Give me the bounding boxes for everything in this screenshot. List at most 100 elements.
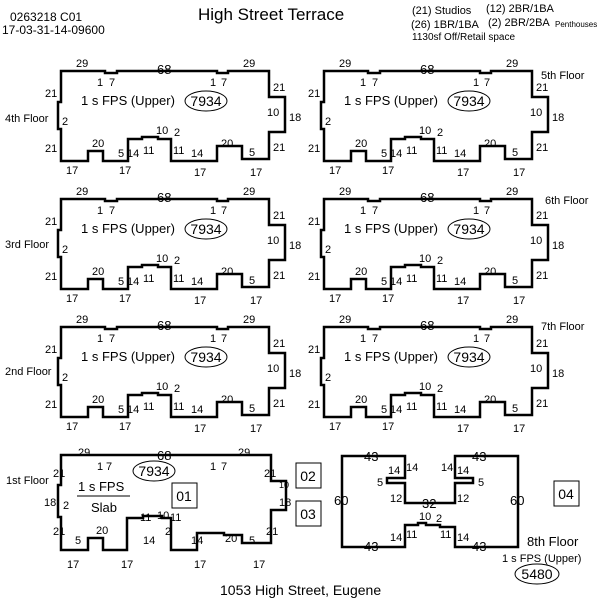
- dim-left-lower: 21: [45, 143, 57, 155]
- dim-court-inner: 11: [173, 145, 184, 157]
- dim-bottom-outer: 17: [121, 559, 133, 571]
- dim-bottom-outer: 17: [250, 423, 262, 435]
- dim-notch-b: 7: [372, 205, 378, 217]
- dim-left-upper: 21: [53, 468, 65, 480]
- dim-court-jog: 2: [165, 526, 171, 538]
- floor-name: 7th Floor: [541, 321, 585, 333]
- dim-outer-side: 60: [510, 493, 524, 508]
- unit-box: [295, 500, 322, 527]
- dim-right-bump-depth: 10: [267, 363, 279, 375]
- dim-center-top: 32: [422, 496, 436, 511]
- dim-notch-b: 7: [109, 77, 115, 89]
- dim-right-bump-depth: 10: [267, 107, 279, 119]
- floor-description: 1 s FPS (Upper): [344, 93, 438, 108]
- dim-bottom-outer: 17: [66, 165, 78, 177]
- dim-bottom-step: 20: [221, 394, 233, 406]
- floor-name: 3rd Floor: [5, 239, 49, 251]
- unit-number: 04: [558, 486, 574, 502]
- dim-right-lower: 21: [536, 270, 548, 282]
- dim-court-inner: 11: [143, 145, 154, 157]
- dim-right-lower: 21: [273, 270, 285, 282]
- dim-bottom-jog: 5: [118, 148, 124, 160]
- dim-left-lower: 21: [45, 271, 57, 283]
- dim-outer-bottom: 43: [364, 539, 378, 554]
- dim-bottom-step: 20: [484, 138, 496, 150]
- dim-left-lower: 21: [45, 399, 57, 411]
- dim-right-bump: 18: [279, 497, 291, 509]
- dim-outer-bottom: 43: [472, 539, 486, 554]
- dim-notch-b: 7: [109, 205, 115, 217]
- dim-bottom-jog: 5: [249, 275, 255, 287]
- dim-court-side: 14: [390, 148, 402, 160]
- dim-right-bump-depth: 10: [530, 363, 542, 375]
- dim-court-inner: 11: [173, 273, 184, 285]
- area-ellipse: [184, 90, 228, 112]
- dim-court-jog: 2: [174, 127, 180, 139]
- dim-court-top: 10: [419, 381, 431, 393]
- dim-right-lower: 21: [273, 142, 285, 154]
- dim-notch-b: 7: [221, 77, 227, 89]
- dim-top-right: 29: [506, 314, 518, 326]
- dim-left-lower: 21: [53, 526, 65, 538]
- dim-bottom-jog: 5: [249, 147, 255, 159]
- dim-right-upper: 21: [264, 468, 276, 480]
- dim-top-left: 29: [76, 58, 88, 70]
- dim-right-bump: 18: [552, 240, 564, 252]
- dim-left-lower: 21: [308, 143, 320, 155]
- dim-top-left: 29: [76, 186, 88, 198]
- dim-top-left: 29: [339, 314, 351, 326]
- floor-outline: [56, 453, 288, 552]
- dim-court-inner: 11: [406, 401, 417, 413]
- dim-bottom-outer: 17: [329, 293, 341, 305]
- floor-name: 1st Floor: [6, 475, 49, 487]
- property-address: 1053 High Street, Eugene: [220, 582, 382, 598]
- dim-left-mid: 2: [325, 372, 331, 384]
- dim-bottom-outer: 17: [513, 167, 525, 179]
- floor-name: 6th Floor: [545, 195, 589, 207]
- dim-bottom-step: 20: [484, 394, 496, 406]
- dim-court-side: 14: [457, 532, 469, 544]
- dim-court-top: 10: [156, 381, 168, 393]
- dim-top-mid: 68: [420, 190, 434, 205]
- dim-bottom-step: 20: [221, 266, 233, 278]
- floor-description: 1 s FPS (Upper): [344, 349, 438, 364]
- dim-bottom-jog: 5: [118, 404, 124, 416]
- dim-bottom-step: 20: [484, 266, 496, 278]
- dim-right-lower: 21: [266, 526, 278, 538]
- dim-court-inner: 11: [173, 401, 184, 413]
- dim-court-side: 14: [127, 404, 139, 416]
- dim-outer-top: 43: [472, 449, 486, 464]
- dim-notch-b: 7: [106, 461, 112, 473]
- dim-notch-a: 1: [210, 77, 216, 89]
- dim-court-side: 14: [191, 276, 203, 288]
- dim-bottom-jog: 5: [118, 276, 124, 288]
- dim-left-upper: 21: [45, 216, 57, 228]
- floor-description-top: 1 s FPS: [78, 479, 125, 494]
- dim-bottom-outer: 17: [382, 421, 394, 433]
- dim-right-lower: 21: [536, 398, 548, 410]
- dim-right-bump-depth: 10: [530, 107, 542, 119]
- dim-right-upper: 21: [536, 82, 548, 94]
- dim-left-upper: 21: [308, 344, 320, 356]
- dim-bottom-jog: 5: [512, 147, 518, 159]
- dim-bottom-outer: 17: [457, 295, 469, 307]
- floor-outline: [319, 197, 550, 291]
- floor-outline: [319, 325, 550, 419]
- dim-bottom-jog: 5: [512, 403, 518, 415]
- unit-number: 02: [300, 468, 316, 484]
- dim-court-inner: 11: [436, 145, 447, 157]
- dim-notch-a: 1: [473, 205, 479, 217]
- floor-name: 2nd Floor: [5, 366, 52, 378]
- dim-bottom-jog: 5: [249, 535, 255, 547]
- dim-right-bump: 18: [289, 240, 301, 252]
- dim-left-lower: 21: [308, 271, 320, 283]
- dim-bottom-jog: 5: [512, 275, 518, 287]
- dim-bottom-step: 20: [355, 138, 367, 150]
- dim-bottom-jog: 5: [381, 148, 387, 160]
- parcel-id: 0263218 C01: [10, 10, 83, 24]
- dim-court-jog: 2: [437, 127, 443, 139]
- dim-bottom-outer: 17: [194, 167, 206, 179]
